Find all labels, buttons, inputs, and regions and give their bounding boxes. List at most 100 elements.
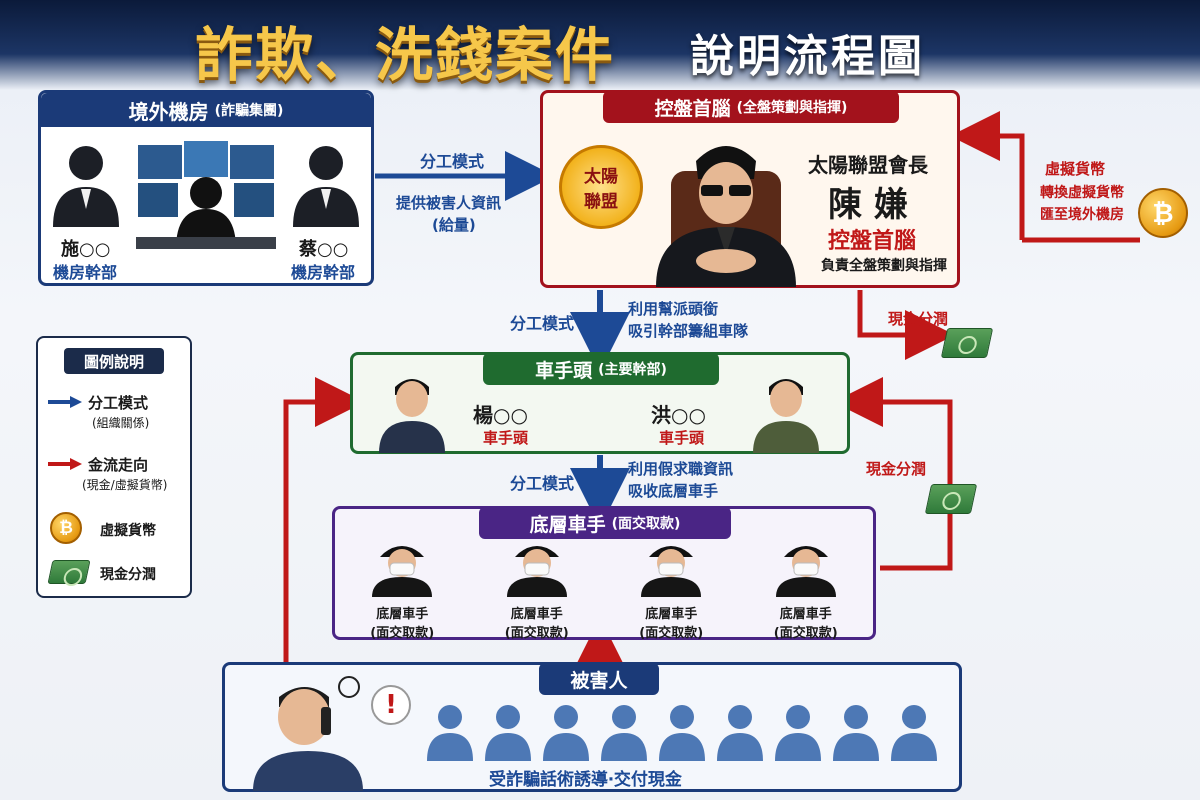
heads-link-desc-2: 吸收底層車手	[628, 482, 719, 500]
offshore-link-desc-1: 提供被害人資訊	[396, 194, 502, 212]
low-driver-desc: (面交取款)	[773, 626, 838, 641]
victim-silhouette-icon	[427, 705, 473, 761]
offshore-title: 境外機房	[128, 99, 209, 124]
low-driver-role: 底層車手	[645, 607, 698, 622]
offshore-link-desc-2: (給量)	[432, 216, 476, 234]
legend-box: 圖例說明 分工模式 (組織關係) 金流走向 (現金/虛擬貨幣) ₿ 虛擬貨幣 現…	[36, 336, 192, 598]
crypto-line-2: 轉換虛擬貨幣	[1040, 185, 1124, 201]
low-driver-2: 底層車手 (面交取款)	[482, 539, 592, 641]
low-driver-desc: (面交取款)	[370, 626, 435, 641]
arrow-crypto-return	[950, 111, 1025, 240]
hacker-workstation-icon	[136, 141, 276, 249]
victim-on-phone-icon	[253, 676, 363, 791]
legend-item-1-desc: (組織關係)	[92, 416, 150, 430]
low-drivers-subtitle: (面交取款)	[611, 516, 681, 532]
driver-heads-subtitle: (主要幹部)	[598, 362, 667, 378]
victims-silhouette-row	[425, 703, 955, 765]
offshore-right-role: 機房幹部	[291, 263, 356, 282]
victims-title: 被害人	[570, 669, 628, 692]
low-driver-desc: (面交取款)	[504, 626, 569, 641]
driver-head-left-name: 楊○○	[473, 403, 528, 427]
person-silhouette-left	[53, 146, 119, 227]
leader-box: 控盤首腦 (全盤策劃與指揮) 太陽 聯盟 太陽聯盟會長 陳 嫌 控盤首腦 負責全…	[540, 90, 960, 288]
crypto-line-3: 匯至境外機房	[1040, 207, 1124, 223]
low-driver-desc: (面交取款)	[639, 626, 704, 641]
cash-to-heads-label: 現金分潤	[866, 460, 927, 478]
leader-desc: 負責全盤策劃與指揮	[821, 258, 947, 274]
leader-subtitle: (全盤策劃與指揮)	[736, 100, 848, 116]
emblem-line-1: 太陽	[584, 167, 618, 187]
alert-speech-bubble-icon: !	[371, 685, 411, 725]
leader-role: 控盤首腦	[828, 229, 917, 254]
legend-item-2-desc: (現金/虛擬貨幣)	[82, 478, 168, 492]
leader-header: 控盤首腦 (全盤策劃與指揮)	[603, 91, 899, 123]
victims-box: 被害人 ! 受詐騙話術誘導‧交付現金	[222, 662, 962, 792]
victim-silhouette-icon	[775, 705, 821, 761]
legend-item-3-label: 虛擬貨幣	[100, 523, 156, 539]
legend-blue-arrow-icon	[48, 396, 82, 408]
bitcoin-coin-icon: ₿	[1138, 188, 1188, 238]
offshore-box: 境外機房 (詐騙集團) 施○○ 機房幹部 蔡○○ 機房幹部	[38, 90, 374, 286]
offshore-link-label: 分工模式	[420, 152, 485, 171]
arrow-leader-cash	[857, 290, 955, 360]
page-subtitle: 說明流程圖	[690, 31, 925, 82]
low-driver-role: 底層車手	[510, 607, 563, 622]
page-title: 詐欺、洗錢案件	[195, 21, 616, 89]
victims-caption: 受詐騙話術誘導‧交付現金	[489, 770, 682, 790]
low-driver-1: 底層車手 (面交取款)	[347, 539, 457, 641]
low-drivers-header: 底層車手 (面交取款)	[479, 507, 731, 539]
driver-head-left-avatar	[379, 379, 445, 453]
victim-silhouette-icon	[485, 705, 531, 761]
low-driver-role: 底層車手	[779, 607, 832, 622]
victim-silhouette-icon	[659, 705, 705, 761]
cash-stack-icon-heads	[924, 484, 978, 514]
driver-head-right-name: 洪○○	[651, 403, 706, 427]
offshore-left-role: 機房幹部	[53, 263, 118, 282]
arrow-victims-to-heads	[283, 377, 365, 662]
leader-link-desc-1: 利用幫派頭銜	[628, 300, 719, 318]
victim-silhouette-icon	[601, 705, 647, 761]
low-drivers-title: 底層車手	[529, 513, 606, 536]
header-background	[0, 0, 1200, 90]
cash-to-leader-label: 現金分潤	[888, 310, 949, 328]
leader-title: 控盤首腦	[654, 97, 731, 120]
heads-link-desc-1: 利用假求職資訊	[628, 460, 734, 478]
driver-head-left-role: 車手頭	[483, 429, 529, 447]
low-drivers-box: 底層車手 (面交取款) 底層車手 (面交取款) 底層車手 (面交取款) 底層車手 (面交取…	[332, 506, 876, 641]
leader-link-desc-2: 吸引幹部籌組車隊	[628, 322, 749, 340]
offshore-right-name: 蔡○○	[299, 239, 349, 260]
leader-link-label: 分工模式	[510, 314, 575, 333]
leader-name: 陳 嫌	[828, 185, 908, 225]
alert-exclaim: !	[385, 690, 397, 720]
legend-bitcoin-icon: ₿	[50, 512, 82, 544]
legend-item-2-label: 金流走向	[88, 456, 149, 474]
sun-alliance-emblem: 太陽 聯盟	[559, 145, 643, 229]
low-driver-role: 底層車手	[376, 607, 429, 622]
masked-driver-icon	[372, 546, 433, 597]
masked-driver-icon	[775, 546, 836, 597]
low-driver-4: 底層車手 (面交取款)	[751, 539, 861, 641]
legend-red-arrow-icon	[48, 458, 82, 470]
leader-org-title: 太陽聯盟會長	[808, 153, 928, 177]
low-driver-3: 底層車手 (面交取款)	[616, 539, 726, 641]
offshore-header: 境外機房 (詐騙集團)	[41, 93, 371, 127]
victim-silhouette-icon	[717, 705, 763, 761]
heads-link-label: 分工模式	[510, 474, 575, 493]
masked-driver-icon	[641, 546, 702, 597]
crypto-line-1: 虛擬貨幣	[1045, 160, 1106, 178]
cash-stack-icon-leader	[940, 328, 994, 358]
victim-silhouette-icon	[891, 705, 937, 761]
victims-header: 被害人	[539, 663, 659, 695]
leader-portrait	[656, 146, 796, 287]
legend-cash-icon	[47, 560, 91, 584]
person-silhouette-right	[293, 146, 359, 227]
masked-driver-icon	[506, 546, 567, 597]
driver-heads-header: 車手頭 (主要幹部)	[483, 353, 719, 385]
low-drivers-row: 底層車手 (面交取款) 底層車手 (面交取款) 底層車手 (面交取款) 底層車手 (面交取款)	[335, 539, 873, 641]
legend-item-4-label: 現金分潤	[100, 567, 156, 583]
legend-item-1-label: 分工模式	[88, 394, 149, 412]
victim-silhouette-icon	[833, 705, 879, 761]
legend-title: 圖例說明	[64, 348, 164, 374]
driver-heads-box: 車手頭 (主要幹部) 楊○○ 車手頭 洪○○ 車手頭	[350, 352, 850, 454]
driver-heads-title: 車手頭	[535, 359, 593, 382]
